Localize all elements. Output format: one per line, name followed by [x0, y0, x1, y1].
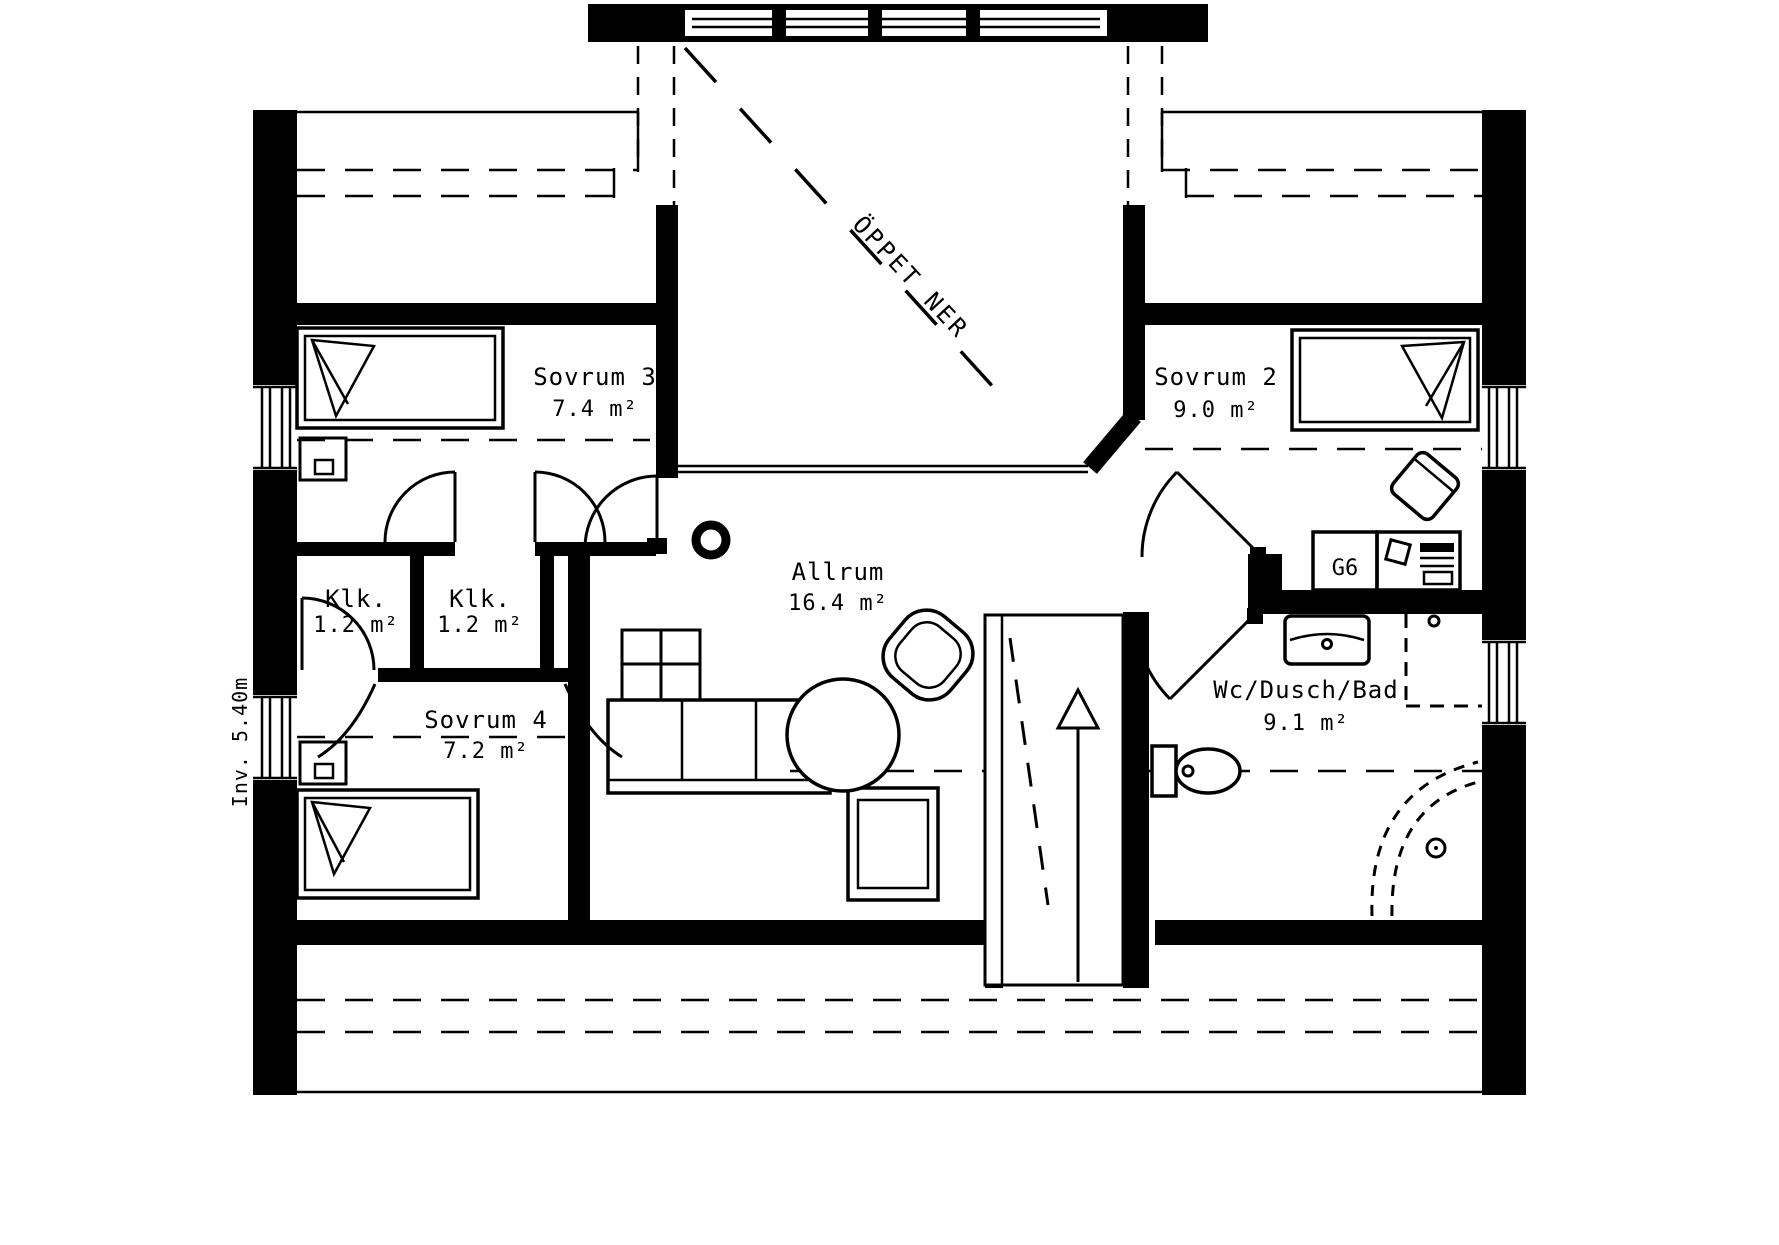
doors	[300, 470, 1266, 701]
label-sovrum2-name: Sovrum 2	[1154, 363, 1278, 391]
storage-cubes	[620, 628, 702, 702]
stair-direction-arrow	[1055, 686, 1101, 730]
nightstand-sovrum4	[298, 740, 348, 786]
label-oppet-ner: ÖPPET NER	[847, 210, 975, 345]
lounge-chair	[846, 786, 940, 902]
desk-chair	[1389, 450, 1461, 522]
label-allrum-area: 16.4 m²	[788, 591, 888, 616]
label-inv-height: Inv. 5.40m	[228, 677, 252, 807]
label-wc-area: 9.1 m²	[1263, 711, 1348, 736]
open-below-diagonal	[683, 46, 1007, 402]
exterior-walls	[253, 4, 1526, 1095]
label-sovrum2-area: 9.0 m²	[1173, 398, 1258, 423]
eave-lines	[297, 110, 1482, 1094]
column	[691, 520, 731, 560]
label-wc-name: Wc/Dusch/Bad	[1213, 676, 1398, 704]
armchair	[881, 608, 975, 702]
label-klk1-name: Klk.	[325, 585, 387, 613]
dormer-window	[685, 4, 1107, 42]
label-sovrum3-area: 7.4 m²	[552, 397, 637, 422]
bed-sovrum2	[1290, 328, 1480, 432]
desk	[1375, 530, 1462, 592]
label-g6: G6	[1332, 556, 1359, 581]
interior-walls	[297, 205, 1482, 988]
washbasin	[1283, 614, 1371, 666]
bed-sovrum3	[295, 326, 505, 430]
shower-enclosure	[1404, 614, 1482, 708]
dormer-roof-lines	[636, 46, 1164, 205]
label-klk2-area: 1.2 m²	[437, 613, 522, 638]
staircase	[983, 613, 1125, 987]
label-klk2-name: Klk.	[449, 585, 511, 613]
label-sovrum4-name: Sovrum 4	[424, 706, 548, 734]
corner-bathtub	[1370, 760, 1479, 917]
nightstand-sovrum3	[298, 436, 348, 482]
label-sovrum4-area: 7.2 m²	[443, 739, 528, 764]
open-edge-railing	[678, 464, 1088, 474]
sovrum4-opening-curves	[317, 683, 623, 759]
round-table	[785, 677, 901, 793]
toilet	[1150, 744, 1242, 798]
allrum-chamfer-wall	[1083, 410, 1141, 474]
shower-fixture	[1427, 590, 1441, 628]
label-klk1-area: 1.2 m²	[313, 613, 398, 638]
label-sovrum3-name: Sovrum 3	[533, 363, 657, 391]
windows	[253, 385, 1526, 780]
label-allrum-name: Allrum	[792, 558, 885, 586]
bed-sovrum4	[295, 788, 480, 900]
